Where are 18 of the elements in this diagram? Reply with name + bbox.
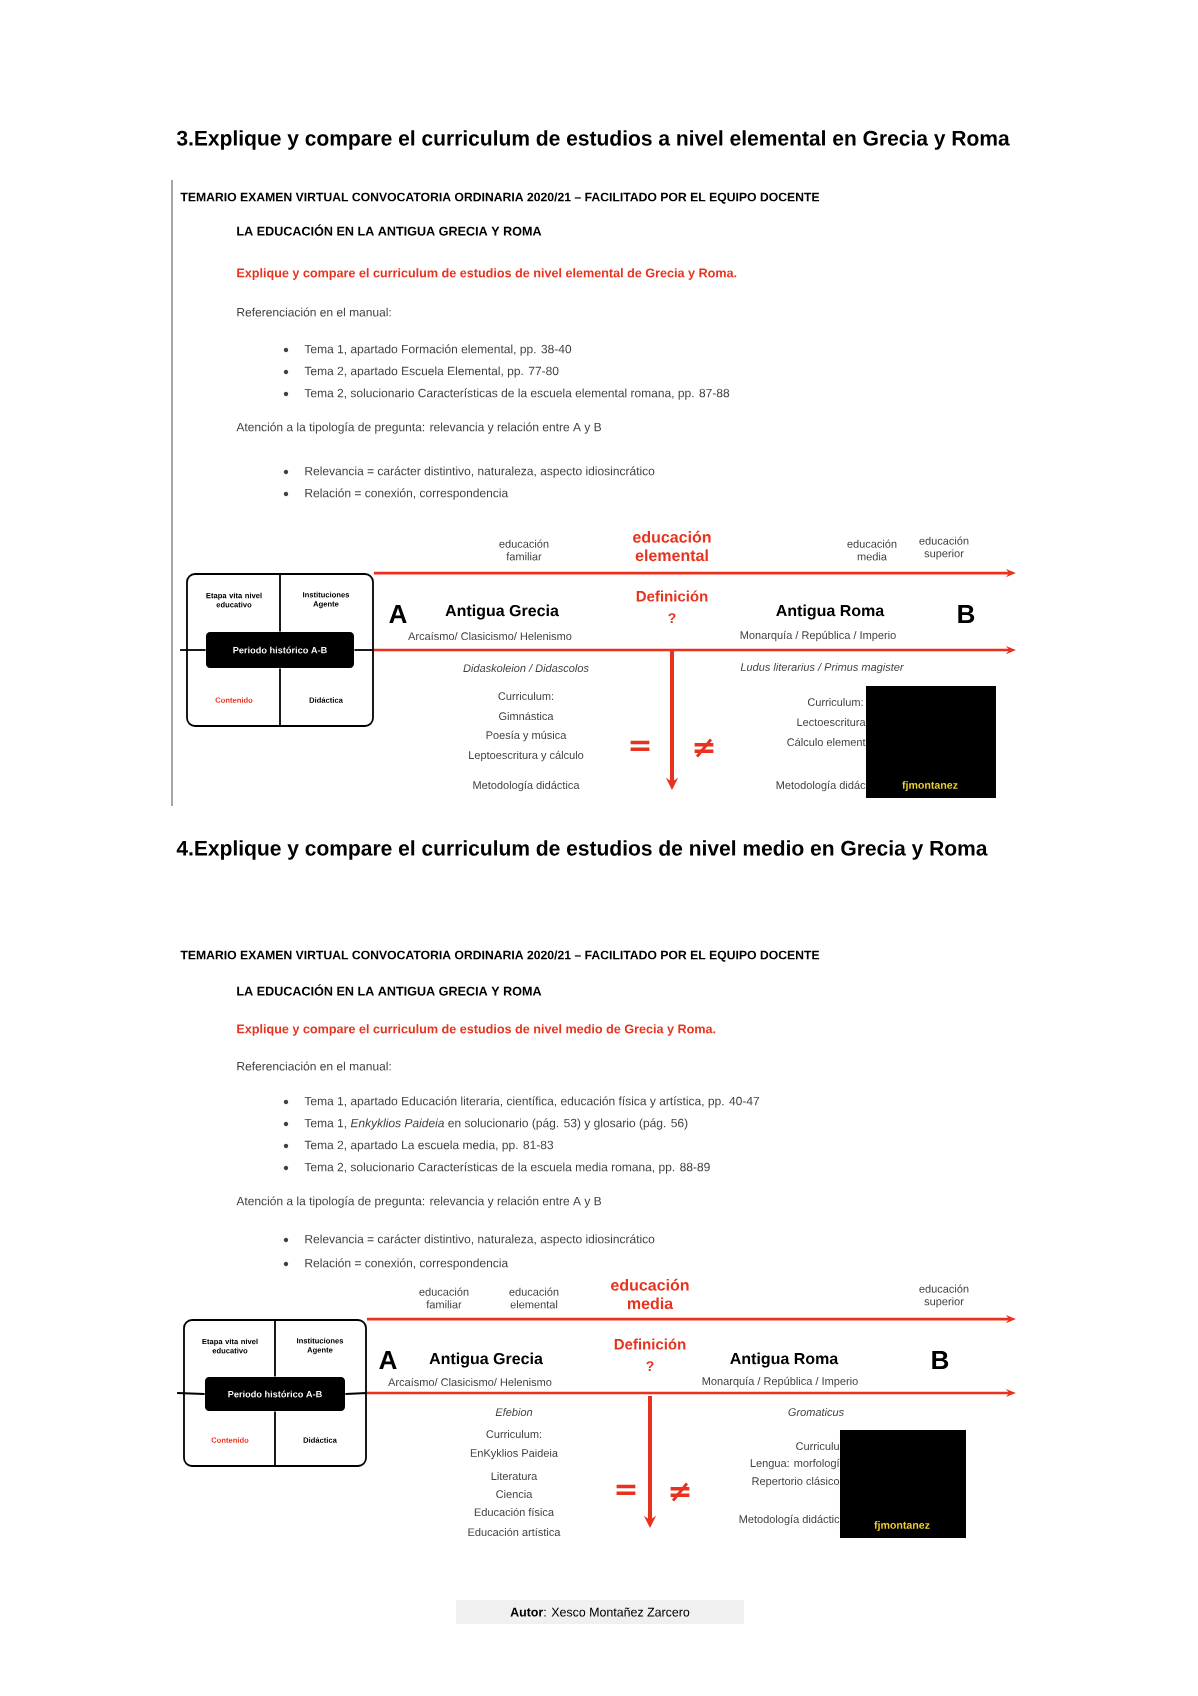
equal-sign: =: [616, 1484, 636, 1495]
quadrant-frame: [183, 1319, 367, 1467]
civilization-title: Antigua Roma: [776, 604, 885, 620]
pole-letter: A: [389, 605, 407, 623]
not-equal-sign: ≠: [670, 1482, 690, 1502]
civilization-title: Antigua Grecia: [429, 1352, 543, 1368]
question-heading: 3.Explique y compare el curriculum de estudios a nivel elemental en Grecia y Roma: [176, 130, 1010, 150]
pole-letter: A: [379, 1351, 397, 1369]
stage-label: educación elemental: [633, 530, 711, 562]
question-heading: 4.Explique y compare el curriculum de estudios de nivel medio en Grecia y Roma: [176, 840, 988, 860]
stage-label: educación media: [611, 1278, 689, 1310]
quadrant-frame: [186, 573, 374, 727]
civilization-title: Antigua Roma: [730, 1352, 839, 1368]
pole-letter: B: [932, 1351, 949, 1369]
not-equal-sign: ≠: [694, 738, 714, 758]
equal-sign: =: [630, 740, 650, 751]
pole-letter: B: [958, 605, 975, 623]
civilization-title: Antigua Grecia: [445, 604, 559, 620]
